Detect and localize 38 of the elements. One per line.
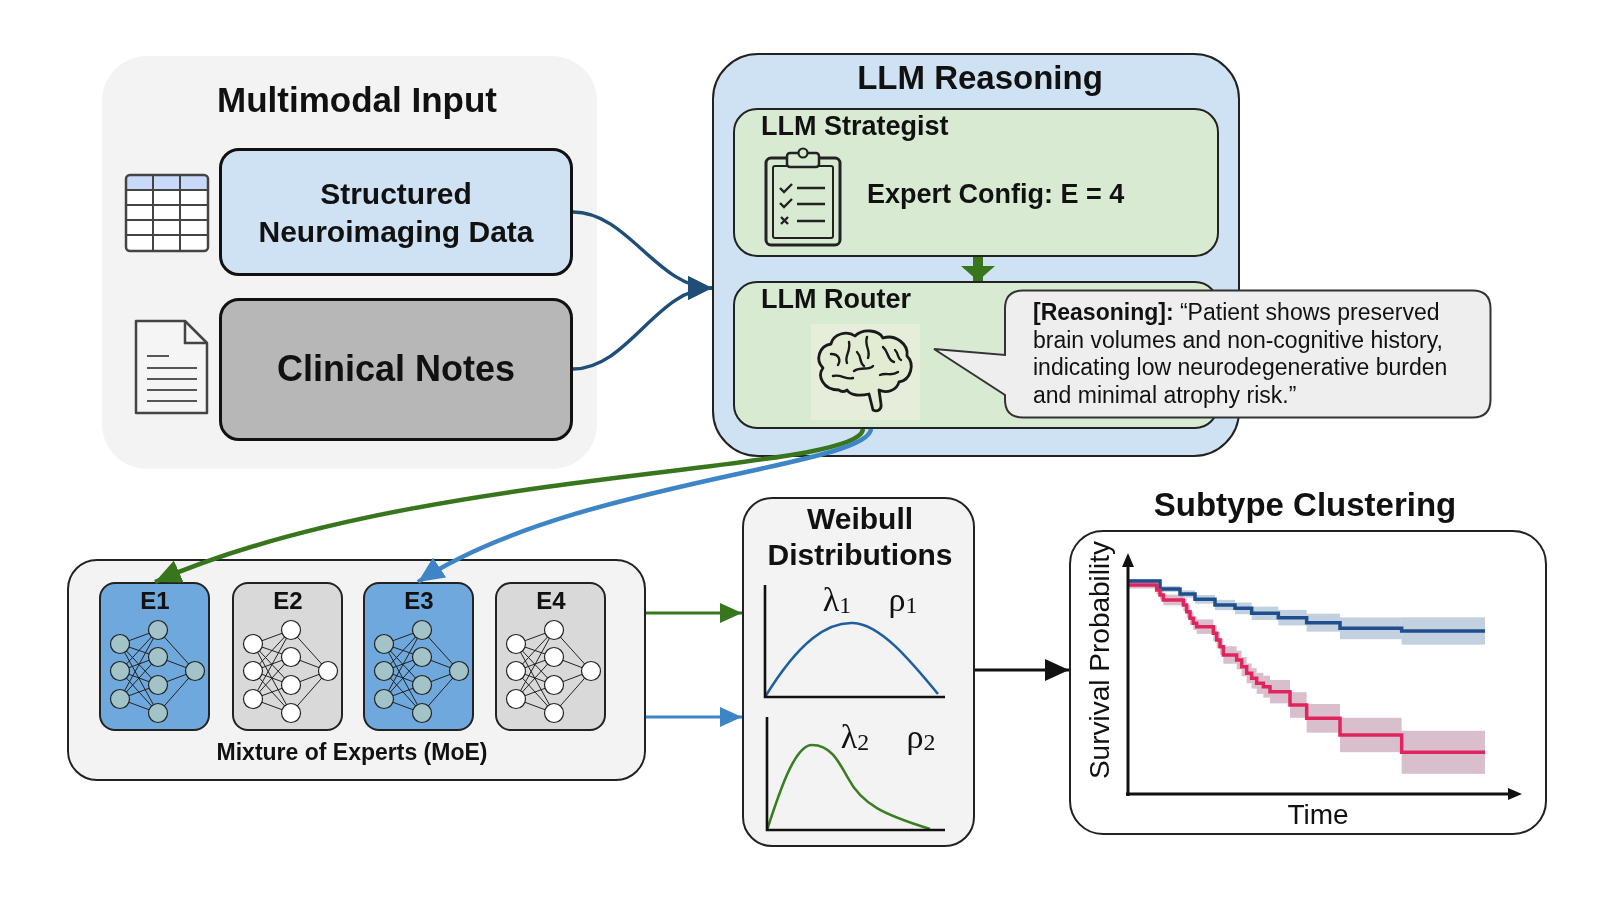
process-box xyxy=(733,108,1219,257)
arrow xyxy=(975,659,1069,681)
panel-caption: Mixture of Experts (MoE) xyxy=(216,738,488,766)
expert-box xyxy=(99,582,210,731)
panel-title: Subtype Clustering xyxy=(1153,486,1457,524)
parameter-label: λ$_{2}$ xyxy=(840,717,870,757)
panel-title: LLM Reasoning xyxy=(857,59,1103,97)
expert-label: E4 xyxy=(536,587,566,615)
box-label: Clinical Notes xyxy=(276,348,516,390)
curved-arrow xyxy=(416,427,873,584)
curved-arrow xyxy=(154,427,865,585)
parameter-label: λ$_{1}$ xyxy=(822,580,852,620)
expert-label: E2 xyxy=(273,587,303,615)
moe-panel xyxy=(67,559,646,781)
data-source-box xyxy=(219,298,573,441)
parameter-label: ρ$_{1}$ xyxy=(888,580,918,620)
expert-box xyxy=(495,582,606,731)
expert-label: E1 xyxy=(140,587,170,615)
distribution-panel xyxy=(742,497,975,847)
axis-label: Survival Probability xyxy=(1083,540,1116,780)
arrow xyxy=(646,707,742,727)
bubble-text: [Reasoning]: “Patient shows preserved brain volumes and non-cognitive history, indicating low neurodegenerative burden and minimal atrophy risk.” xyxy=(1033,299,1449,410)
expert-box xyxy=(232,582,343,731)
box-title: LLM Router xyxy=(761,284,911,314)
box-title: LLM Strategist xyxy=(761,111,949,141)
panel-title: Multimodal Input xyxy=(217,79,497,121)
parameter-label: ρ$_{2}$ xyxy=(906,717,936,757)
curved-arrow xyxy=(572,278,713,371)
panel-title: Weibull Distributions xyxy=(766,501,954,573)
box-label: Structured Neuroimaging Data xyxy=(257,175,535,250)
config-text: Expert Config: E = 4 xyxy=(867,179,1125,211)
arrow xyxy=(961,257,995,281)
data-source-box xyxy=(219,148,573,276)
expert-box xyxy=(363,582,474,731)
expert-label: E3 xyxy=(404,587,434,615)
input-panel xyxy=(102,56,597,469)
axis-label: Time xyxy=(1287,801,1349,829)
arrow xyxy=(646,603,742,623)
